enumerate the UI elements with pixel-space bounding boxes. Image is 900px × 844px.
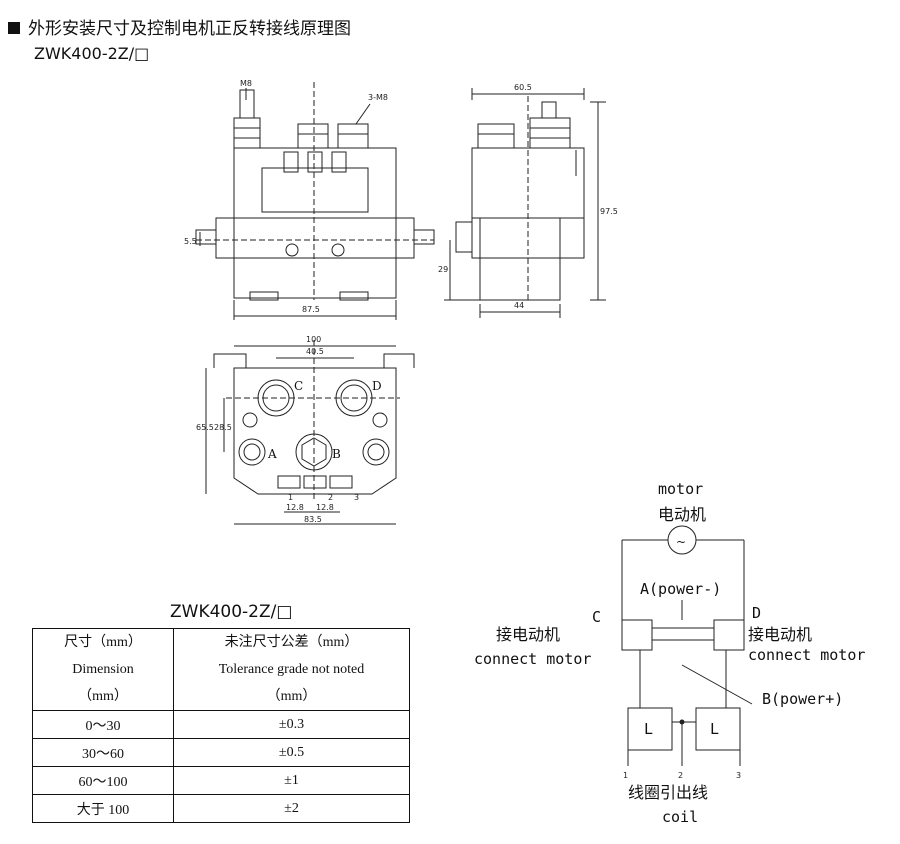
coil-pin-1: 1 bbox=[623, 771, 628, 780]
side-view bbox=[444, 88, 606, 318]
terminal-c-letter: C bbox=[592, 608, 601, 626]
table-row: 0～30±0.3 bbox=[32, 710, 410, 739]
front-dim-width: 87.5 bbox=[302, 305, 320, 314]
bottom-dim-base: 83.5 bbox=[304, 515, 322, 524]
coil-label-cn: 线圈引出线 bbox=[628, 783, 708, 802]
d-connect-cn: 接电动机 bbox=[748, 625, 812, 644]
coil-l1-label: L bbox=[644, 720, 653, 738]
wiring-schematic: motor 电动机 ~ A(power-) B(power+) C D 接电动机… bbox=[474, 480, 865, 826]
model-number: ZWK400-2Z/□ bbox=[34, 44, 150, 63]
coil-pin-3: 3 bbox=[736, 771, 741, 780]
coil-pin-2: 2 bbox=[678, 771, 683, 780]
terminal-d-letter: D bbox=[752, 604, 761, 622]
a-power-label: A(power-) bbox=[640, 580, 721, 598]
table-row: 大于 100±2 bbox=[32, 794, 410, 823]
header-title: 外形安装尺寸及控制电机正反转接线原理图 bbox=[28, 19, 351, 39]
terminal-d-label: D bbox=[372, 379, 382, 393]
front-dim-height: 5.5 bbox=[184, 237, 197, 246]
header-dimension: 尺寸（mm） Dimension （mm） bbox=[32, 628, 174, 711]
motor-label-cn: 电动机 bbox=[658, 505, 706, 524]
coil-l2-label: L bbox=[710, 720, 719, 738]
bottom-dim-total: 100 bbox=[306, 335, 321, 344]
header-tolerance: 未注尺寸公差（mm） Tolerance grade not noted （mm… bbox=[173, 628, 410, 711]
bottom-dim-center: 40.5 bbox=[306, 347, 324, 356]
pin-3-label: 3 bbox=[354, 493, 359, 502]
terminal-a-label: A bbox=[267, 447, 277, 461]
d-connect-en: connect motor bbox=[748, 646, 865, 664]
side-dim-width: 60.5 bbox=[514, 83, 532, 92]
table-header-row: 尺寸（mm） Dimension （mm） 未注尺寸公差（mm） Toleran… bbox=[32, 628, 410, 711]
motor-label-en: motor bbox=[658, 480, 703, 498]
tolerance-table: 尺寸（mm） Dimension （mm） 未注尺寸公差（mm） Toleran… bbox=[32, 628, 410, 823]
pin-2-label: 2 bbox=[328, 493, 333, 502]
terminals-label: 3-M8 bbox=[368, 93, 388, 102]
side-dim-height: 97.5 bbox=[600, 207, 618, 216]
bottom-dim-pitch2: 12.8 bbox=[316, 503, 334, 512]
front-view bbox=[195, 82, 435, 320]
c-connect-en: connect motor bbox=[474, 650, 591, 668]
pin-1-label: 1 bbox=[288, 493, 293, 502]
stud-label: M8 bbox=[240, 79, 252, 88]
bottom-dim-inner-h: 28.5 bbox=[214, 423, 232, 432]
table-title: ZWK400-2Z/□ bbox=[170, 602, 293, 622]
drawing-texts: M8 3-M8 5.5 87.5 60.5 97.5 29 44 100 40.… bbox=[184, 79, 618, 524]
b-power-label: B(power+) bbox=[762, 690, 843, 708]
bottom-dim-pitch1: 12.8 bbox=[286, 503, 304, 512]
bottom-view bbox=[205, 340, 415, 525]
motor-symbol: ~ bbox=[676, 535, 686, 549]
bottom-dim-outer-h: 65.5 bbox=[196, 423, 214, 432]
section-header: 外形安装尺寸及控制电机正反转接线原理图 bbox=[8, 14, 351, 39]
table-row: 30～60±0.5 bbox=[32, 738, 410, 767]
terminal-c-label: C bbox=[294, 379, 303, 393]
bullet-square-icon bbox=[8, 22, 20, 34]
side-dim-base: 44 bbox=[514, 301, 524, 310]
c-connect-cn: 接电动机 bbox=[496, 625, 560, 644]
side-dim-lower: 29 bbox=[438, 265, 448, 274]
coil-label-en: coil bbox=[662, 808, 698, 826]
table-row: 60～100±1 bbox=[32, 766, 410, 795]
terminal-b-label: B bbox=[332, 447, 341, 461]
